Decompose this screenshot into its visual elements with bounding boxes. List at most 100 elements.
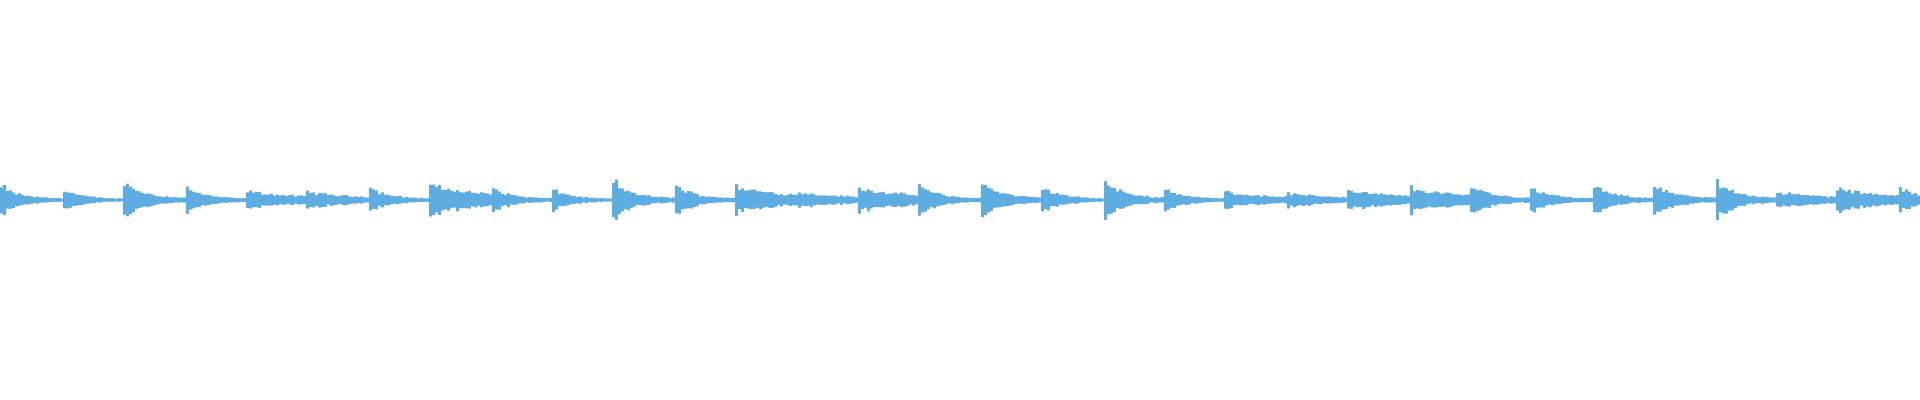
waveform-bar	[1788, 192, 1791, 207]
waveform-bar	[825, 195, 828, 205]
waveform-bar	[1050, 193, 1053, 207]
waveform-bar	[1314, 195, 1317, 204]
waveform-bar	[1812, 195, 1815, 205]
waveform-bar	[1329, 196, 1332, 204]
waveform-bar	[570, 195, 573, 205]
waveform-bar	[444, 189, 447, 210]
waveform-bar	[969, 198, 972, 202]
waveform-bar	[1599, 187, 1602, 212]
waveform-bar	[1455, 194, 1458, 206]
waveform-bar	[906, 194, 909, 206]
waveform-bar	[1467, 194, 1470, 206]
waveform-bar	[1761, 196, 1764, 204]
waveform-bar	[3, 184, 6, 216]
waveform-bar	[615, 179, 618, 220]
waveform-bar	[531, 197, 534, 203]
waveform-bar	[750, 189, 753, 210]
waveform-bar	[153, 195, 156, 206]
waveform-bar	[1593, 187, 1596, 213]
waveform-bar	[1596, 186, 1599, 213]
waveform-bar	[1371, 193, 1374, 206]
waveform-bar	[1821, 196, 1824, 204]
waveform-bar	[1317, 196, 1320, 205]
waveform-bar	[1899, 187, 1902, 213]
waveform-bar	[327, 195, 330, 205]
waveform-bar	[972, 197, 975, 203]
waveform-bar	[1365, 192, 1368, 208]
waveform-bar	[204, 194, 207, 206]
waveform-bar	[75, 194, 78, 206]
waveform-bar	[9, 190, 12, 209]
waveform-bar	[1644, 197, 1647, 203]
waveform-bar	[1692, 196, 1695, 204]
waveform-bar	[381, 192, 384, 208]
waveform-bar	[21, 194, 24, 205]
waveform-bar	[114, 198, 117, 202]
waveform-bar	[1662, 192, 1665, 210]
waveform-bar	[1506, 196, 1509, 205]
waveform-bar	[1791, 194, 1794, 205]
waveform-bar	[1737, 193, 1740, 207]
waveform-bar	[486, 193, 489, 207]
waveform-bar	[1542, 192, 1545, 208]
waveform-bar	[705, 196, 708, 204]
waveform-bar	[1260, 196, 1263, 205]
waveform-bar	[1851, 193, 1854, 207]
waveform-bar	[687, 191, 690, 209]
waveform-bar	[213, 196, 216, 204]
waveform-bar	[1653, 187, 1656, 215]
waveform-bar	[1635, 197, 1638, 203]
waveform-bar	[258, 191, 261, 208]
waveform-bar	[1719, 188, 1722, 213]
waveform-bar	[126, 183, 129, 217]
waveform-bar	[6, 191, 9, 209]
waveform-bar	[432, 184, 435, 216]
waveform-bar	[378, 194, 381, 206]
waveform-bar	[996, 191, 999, 208]
waveform-bar	[105, 198, 108, 202]
waveform-bar	[363, 197, 366, 203]
waveform-bar	[1014, 196, 1017, 205]
waveform-bar	[255, 192, 258, 208]
waveform-bar	[1500, 196, 1503, 204]
waveform-bar	[1287, 192, 1290, 209]
waveform-bar	[252, 192, 255, 208]
waveform-bar	[1041, 189, 1044, 212]
waveform-bar	[1350, 190, 1353, 209]
waveform-bar	[492, 188, 495, 212]
waveform-bar	[366, 197, 369, 203]
waveform-bar	[1143, 196, 1146, 205]
waveform-bar	[1239, 194, 1242, 206]
waveform-bar	[399, 195, 402, 204]
waveform-bar	[516, 196, 519, 205]
waveform-bar	[1263, 195, 1266, 205]
waveform-bar	[1626, 195, 1629, 205]
waveform-bar	[111, 198, 114, 202]
waveform-bar	[1428, 193, 1431, 207]
waveform-bar	[468, 191, 471, 209]
waveform-bar	[54, 198, 57, 202]
waveform-bar	[1188, 195, 1191, 205]
waveform-bar	[1383, 194, 1386, 206]
waveform-bar	[1413, 191, 1416, 209]
waveform-bar	[1008, 194, 1011, 206]
waveform-bar	[1284, 196, 1287, 204]
waveform-bar	[1038, 197, 1041, 203]
waveform-bar	[1725, 188, 1728, 214]
waveform-bar	[879, 192, 882, 208]
waveform-bar	[720, 197, 723, 203]
waveform-bar	[633, 193, 636, 207]
waveform-bar	[1539, 193, 1542, 208]
waveform-bar	[201, 194, 204, 206]
waveform-bar	[390, 195, 393, 205]
waveform-bar	[66, 192, 69, 209]
waveform-bar	[621, 188, 624, 212]
waveform-bar	[858, 187, 861, 214]
waveform-bar	[339, 195, 342, 204]
waveform-bar	[1797, 193, 1800, 207]
waveform-bar	[978, 197, 981, 203]
waveform-bar	[603, 198, 606, 202]
waveform-bar	[1677, 194, 1680, 206]
waveform-bar	[138, 191, 141, 208]
waveform-bar	[1521, 197, 1524, 203]
